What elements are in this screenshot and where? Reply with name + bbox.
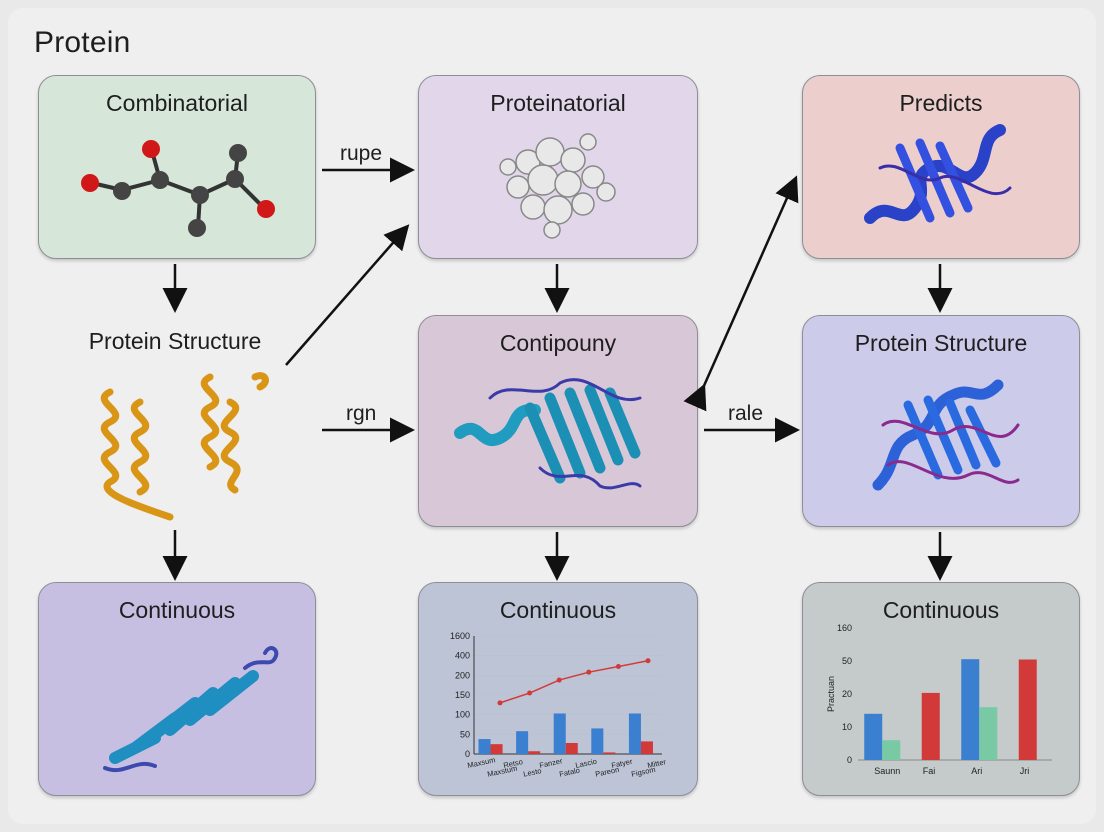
edge-label-rgn: rgn bbox=[346, 402, 377, 425]
bar bbox=[591, 728, 604, 754]
node-protein-structure-left-label: Protein Structure bbox=[88, 328, 262, 354]
molecule-illustration bbox=[81, 140, 275, 237]
bar bbox=[1018, 659, 1037, 760]
orange-helix-illustration bbox=[100, 372, 269, 521]
x-tick-label: Retso bbox=[503, 757, 524, 770]
node-continuous-mid[interactable]: Continuous bbox=[418, 582, 698, 796]
line-point bbox=[556, 677, 562, 683]
y-tick-label: 150 bbox=[455, 690, 470, 700]
node-predicts-label: Predicts bbox=[899, 90, 983, 116]
bar bbox=[603, 752, 616, 754]
edge-arrow-diag-left bbox=[285, 224, 410, 366]
line-point bbox=[645, 658, 651, 664]
mid-bar-line-chart: 1600400200150100500MaxsumMaxstumRetsoLes… bbox=[450, 631, 668, 779]
line-point bbox=[527, 690, 533, 696]
x-tick-label: Maxsum bbox=[467, 755, 497, 770]
node-continuous-left[interactable]: Continuous bbox=[38, 582, 316, 796]
edge-arrow-diag-right bbox=[683, 175, 799, 412]
line-point bbox=[615, 663, 621, 669]
node-predicts[interactable]: Predicts bbox=[802, 75, 1080, 259]
node-combinatorial[interactable]: Combinatorial bbox=[38, 75, 316, 259]
y-tick-label: 160 bbox=[837, 623, 852, 633]
bar bbox=[565, 742, 578, 754]
x-tick-label: Lascio bbox=[575, 757, 598, 770]
y-tick-label: 400 bbox=[455, 651, 470, 661]
node-continuous-mid-label: Continuous bbox=[499, 597, 617, 623]
y-tick-label: 200 bbox=[455, 670, 470, 680]
y-tick-label: 50 bbox=[842, 656, 852, 666]
bar bbox=[516, 731, 529, 754]
bar bbox=[979, 707, 998, 760]
cyan-ribbon-illustration bbox=[103, 646, 279, 772]
node-continuous-right-label: Continuous bbox=[882, 597, 1000, 623]
bar bbox=[961, 659, 980, 760]
y-tick-label: 1600 bbox=[450, 631, 470, 641]
y-tick-label: 0 bbox=[465, 749, 470, 759]
line-point bbox=[497, 700, 503, 706]
blue-purple-structure-illustration bbox=[872, 379, 1020, 491]
bar bbox=[553, 713, 566, 754]
bar bbox=[490, 744, 503, 754]
x-tick-label: Fanzer bbox=[539, 756, 564, 770]
bar bbox=[864, 713, 883, 760]
x-tick-label: Fai bbox=[923, 766, 936, 776]
y-tick-label: 0 bbox=[847, 755, 852, 765]
node-proteinatorial-label: Proteinatorial bbox=[490, 90, 626, 116]
teal-ribbon-illustration bbox=[454, 378, 642, 490]
diagram-title: Protein bbox=[34, 26, 131, 59]
edge-label-rupe: rupe bbox=[340, 142, 383, 165]
series-line bbox=[499, 660, 649, 704]
x-tick-label: Fatyer bbox=[611, 757, 634, 770]
node-combinatorial-label: Combinatorial bbox=[106, 90, 248, 116]
bar bbox=[478, 739, 491, 754]
x-tick-label: Mitter bbox=[647, 757, 668, 770]
x-tick-label: Fatalo bbox=[558, 766, 580, 779]
blue-ribbon-illustration bbox=[864, 124, 1012, 224]
y-tick-label: 100 bbox=[455, 710, 470, 720]
bar bbox=[640, 741, 653, 754]
bar bbox=[628, 713, 641, 754]
y-tick-label: 50 bbox=[460, 729, 470, 739]
line-point bbox=[586, 669, 592, 675]
y-axis-label: Practuan bbox=[826, 676, 836, 712]
x-tick-label: Ari bbox=[971, 766, 982, 776]
bar bbox=[528, 751, 541, 754]
bar bbox=[882, 740, 901, 760]
bar bbox=[921, 692, 940, 760]
x-tick-label: Saunn bbox=[874, 766, 900, 776]
protein-blob-illustration bbox=[499, 133, 616, 239]
x-tick-label: Lesto bbox=[522, 766, 542, 779]
y-tick-label: 20 bbox=[842, 689, 852, 699]
y-tick-label: 10 bbox=[842, 722, 852, 732]
x-tick-label: Jri bbox=[1020, 766, 1030, 776]
node-continuous-left-label: Continuous bbox=[118, 597, 236, 623]
node-contipouny-label: Contipouny bbox=[499, 330, 617, 356]
node-protein-structure-right-label: Protein Structure bbox=[854, 330, 1028, 356]
